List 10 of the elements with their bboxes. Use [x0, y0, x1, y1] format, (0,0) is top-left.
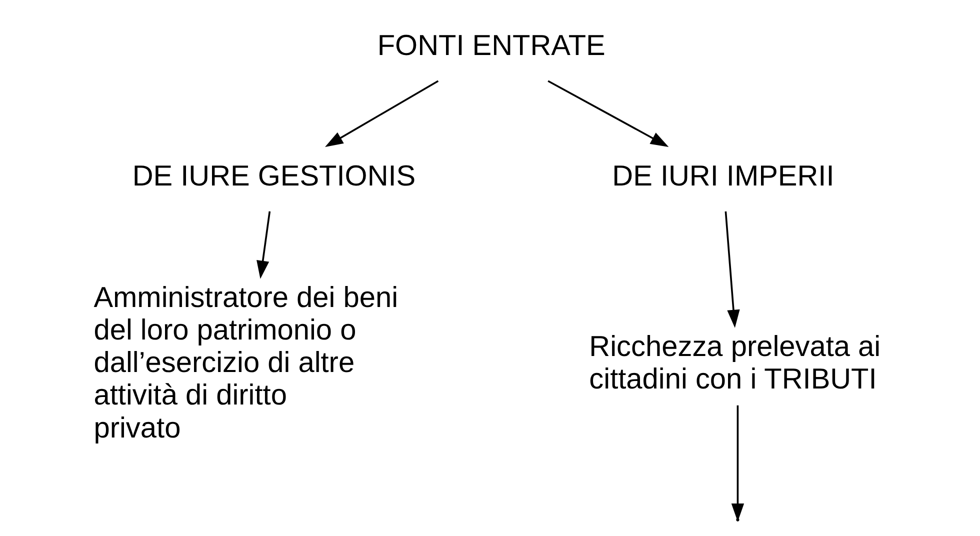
node-text: Amministratore dei beni del loro patrimonio o dall’esercizio di altre attività di diritto privato	[94, 282, 398, 444]
node-text: FONTI ENTRATE	[377, 30, 606, 62]
arrow	[256, 211, 271, 279]
node-text: DE IURE GESTIONIS	[132, 160, 416, 192]
node-text: Ricchezza prelevata ai cittadini con i TRIBUTI	[589, 330, 881, 396]
arrow	[724, 211, 740, 328]
arrow	[731, 405, 744, 522]
arrow	[325, 80, 439, 148]
arrow	[548, 80, 669, 147]
node-text: DE IURI IMPERII	[612, 160, 834, 192]
